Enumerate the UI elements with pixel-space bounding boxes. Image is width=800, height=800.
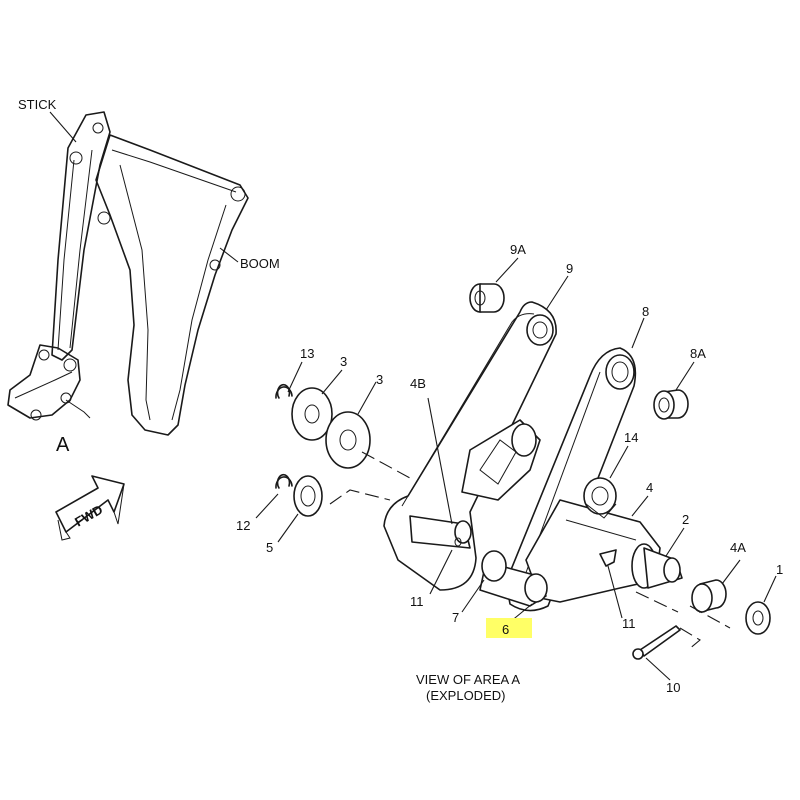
callout-4b: 4B [410,376,426,391]
callout-10: 10 [666,680,680,695]
boom-stick-overview: STICK BOOM A [7,97,280,456]
callout-13: 13 [300,346,314,361]
callout-14: 14 [624,430,638,445]
stick-label: STICK [18,97,57,112]
callout-11-left: 11 [410,594,424,609]
forward-arrow-icon: FWD [55,475,125,541]
callout-5: 5 [266,540,273,555]
callout-7: 7 [452,610,459,625]
exploded-linkage: 9A 9 8 8A 13 3 3 4B 14 4 2 4A 1 12 5 11 … [236,242,783,703]
view-caption-line1: VIEW OF AREA A [416,672,520,687]
area-a-label: A [56,434,70,456]
view-caption-line2: (EXPLODED) [426,688,505,703]
callout-8: 8 [642,304,649,319]
callout-1: 1 [776,562,783,577]
callout-9a: 9A [510,242,526,257]
callout-4: 4 [646,480,653,495]
callout-4a: 4A [730,540,746,555]
boom-label: BOOM [240,256,280,271]
callout-6: 6 [502,622,509,637]
callout-3-upper: 3 [340,354,347,369]
callout-6-highlight [486,618,532,638]
callout-9: 9 [566,261,573,276]
callout-11-right: 11 [622,616,636,631]
callout-2: 2 [682,512,689,527]
callout-8a: 8A [690,346,706,361]
callout-12: 12 [236,518,250,533]
callout-3-lower: 3 [376,372,383,387]
